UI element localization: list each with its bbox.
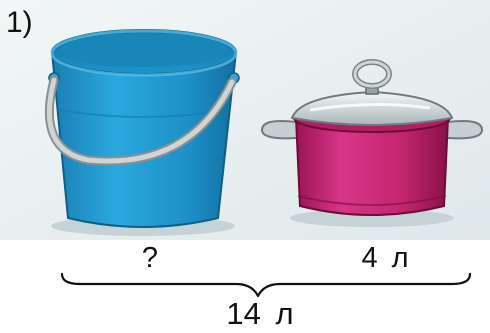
illustration <box>0 0 490 240</box>
bucket-volume-label: ? <box>130 244 170 273</box>
total-volume-label: 14 л <box>200 298 320 329</box>
problem-number: 1) <box>6 8 33 38</box>
pot-volume-label: 4 л <box>340 244 430 273</box>
bucket-icon <box>49 30 239 236</box>
illustration-canvas <box>0 0 490 240</box>
